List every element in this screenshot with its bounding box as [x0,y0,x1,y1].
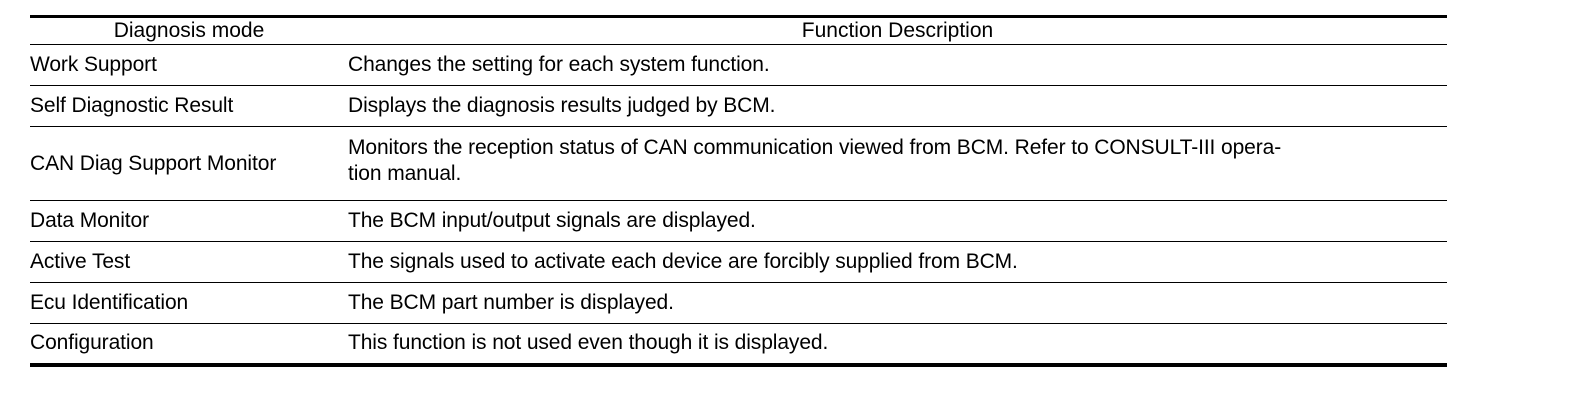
description-line: Monitors the reception status of CAN com… [348,136,1282,159]
column-header-function-description: Function Description [348,15,1447,45]
cell-diagnosis-mode: Configuration [30,323,348,367]
cell-diagnosis-mode: CAN Diag Support Monitor [30,126,348,201]
description-line: The signals used to activate each device… [348,250,1018,273]
table-header: Diagnosis mode Function Description [30,15,1447,45]
diagnosis-table-container: Diagnosis mode Function Description Work… [30,15,1447,367]
cell-function-description: Monitors the reception status of CAN com… [348,126,1447,201]
description-line: Changes the setting for each system func… [348,53,770,76]
cell-function-description: This function is not used even though it… [348,323,1447,367]
description-line: Displays the diagnosis results judged by… [348,94,776,117]
cell-function-description: The BCM input/output signals are display… [348,200,1447,242]
cell-diagnosis-mode: Self Diagnostic Result [30,85,348,127]
cell-diagnosis-mode: Ecu Identification [30,282,348,324]
cell-function-description: Displays the diagnosis results judged by… [348,85,1447,127]
cell-diagnosis-mode: Active Test [30,241,348,283]
cell-function-description: The BCM part number is displayed. [348,282,1447,324]
description-line: This function is not used even though it… [348,331,829,355]
description-line: The BCM part number is displayed. [348,291,674,314]
diagnosis-mode-table: Diagnosis mode Function Description Work… [30,15,1447,367]
cell-function-description: The signals used to activate each device… [348,241,1447,283]
description-line: tion manual. [348,162,462,185]
cell-diagnosis-mode: Work Support [30,44,348,86]
cell-diagnosis-mode: Data Monitor [30,200,348,242]
cell-function-description: Changes the setting for each system func… [348,44,1447,86]
column-header-diagnosis-mode: Diagnosis mode [30,15,348,45]
description-line: The BCM input/output signals are display… [348,209,756,232]
table-header-row: Diagnosis mode Function Description [30,15,1447,45]
